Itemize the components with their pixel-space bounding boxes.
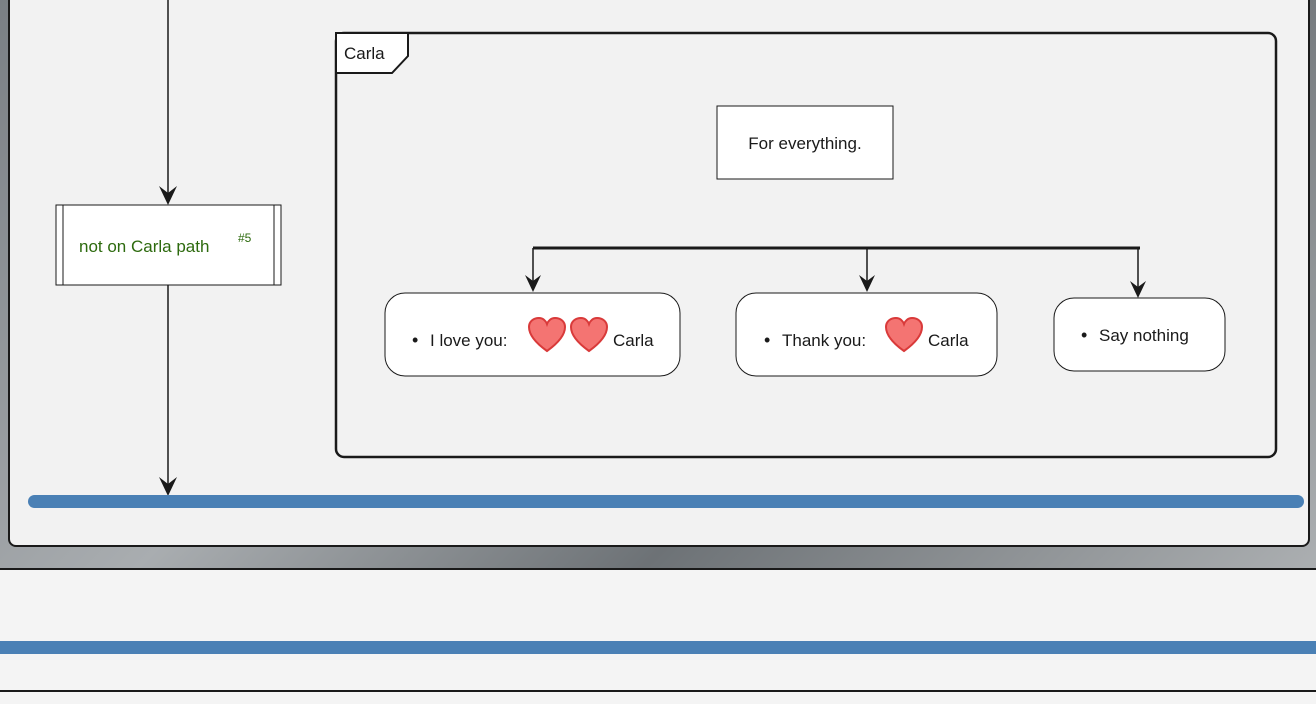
option-label: Thank you: <box>782 331 866 350</box>
lower-panel <box>0 568 1316 704</box>
option-bullet: • <box>1081 325 1087 345</box>
option-bullet: • <box>764 330 770 350</box>
left-flow <box>159 0 177 496</box>
option-bullet: • <box>412 330 418 350</box>
option-thank-you[interactable]: • Thank you: Carla <box>735 292 998 377</box>
option-say-nothing[interactable]: • Say nothing <box>1053 297 1226 372</box>
carla-frame: Carla <box>334 31 1278 459</box>
sync-bar-lower <box>0 641 1316 654</box>
fork <box>525 246 1146 298</box>
arrow-head-down <box>159 477 177 496</box>
sync-bar <box>28 495 1304 508</box>
option-suffix: Carla <box>613 331 654 350</box>
arrow-head-down <box>525 275 541 292</box>
sub-process-superscript: #5 <box>238 231 252 245</box>
arrow-head-down <box>159 186 177 205</box>
sub-process-box[interactable]: not on Carla path #5 <box>55 204 282 286</box>
option-label: I love you: <box>430 331 508 350</box>
note-box: For everything. <box>716 105 894 180</box>
lower-panel-border <box>0 690 1316 692</box>
sub-process-label: not on Carla path <box>79 237 209 256</box>
note-text: For everything. <box>748 134 861 153</box>
arrow-head-down <box>859 275 875 292</box>
arrow-head-down <box>1130 281 1146 298</box>
option-suffix: Carla <box>928 331 969 350</box>
frame-label: Carla <box>344 44 385 63</box>
option-i-love-you[interactable]: • I love you: Carla <box>384 292 681 377</box>
option-label: Say nothing <box>1099 326 1189 345</box>
